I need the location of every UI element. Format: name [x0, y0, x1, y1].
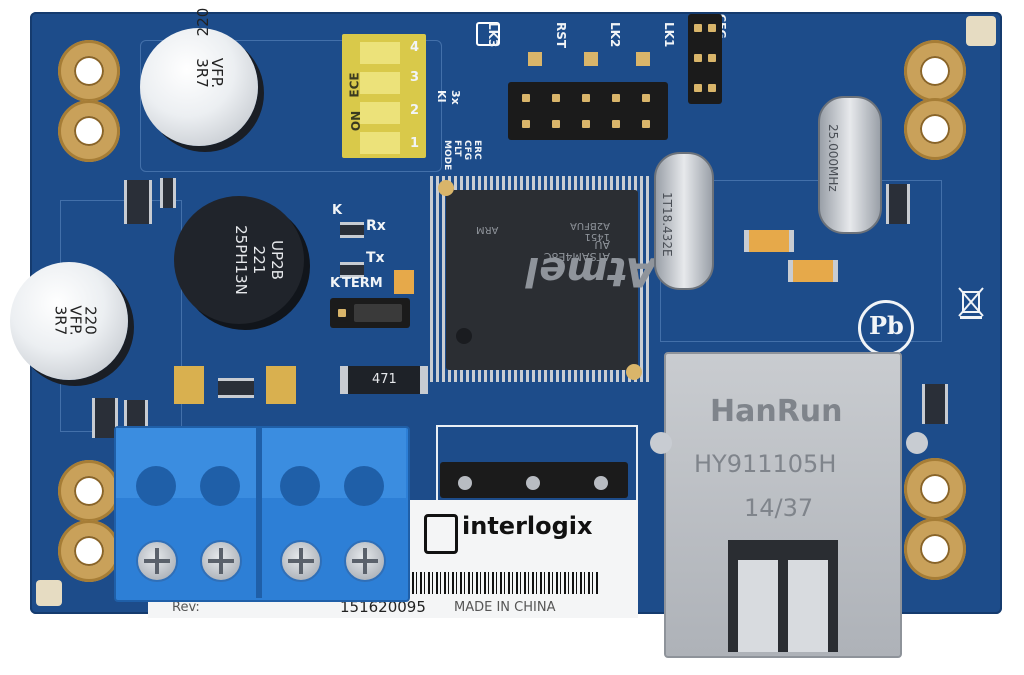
dip-toggle[interactable] — [360, 42, 400, 64]
wire-entry[interactable] — [344, 466, 384, 506]
test-pad — [584, 52, 598, 66]
dip-number: 2 — [410, 103, 420, 118]
term-jumper[interactable] — [330, 298, 410, 328]
ethernet-jack[interactable]: HanRun HY911105H 14/37 — [664, 352, 902, 658]
mounting-pad — [58, 100, 120, 162]
mounting-pad — [58, 520, 120, 582]
tantalum-capacitor — [788, 260, 838, 282]
mounting-pad — [904, 40, 966, 102]
corner-pad — [36, 580, 62, 606]
electrolytic-capacitor: 220 VFP. 3R7 — [140, 8, 258, 146]
dip-toggle[interactable] — [360, 132, 400, 154]
wire-entry[interactable] — [136, 466, 176, 506]
smd-component — [218, 378, 254, 398]
test-pad — [476, 22, 500, 46]
terminal-block[interactable] — [114, 426, 410, 602]
serial-number: 151620095 — [340, 598, 426, 616]
rj45-port[interactable] — [728, 540, 838, 652]
solder-pad — [266, 366, 296, 404]
pin-header[interactable] — [508, 82, 668, 140]
corner-pad — [966, 16, 996, 46]
weee-icon — [956, 284, 986, 320]
lead-free-logo: Pb — [858, 300, 914, 356]
smd-component — [160, 178, 176, 208]
dip-toggle[interactable] — [360, 72, 400, 94]
k-label: K — [330, 276, 341, 291]
smd-component — [886, 184, 910, 224]
wire-entry[interactable] — [280, 466, 320, 506]
terminal-screw[interactable] — [344, 540, 386, 582]
fiducial — [626, 364, 642, 380]
dip-toggle[interactable] — [360, 102, 400, 124]
brand-name: interlogix — [462, 512, 593, 540]
smd-component — [92, 398, 118, 438]
smd-component — [340, 222, 364, 238]
arm-text: ARM — [476, 224, 499, 235]
barcode — [388, 572, 598, 594]
mounting-pad — [904, 458, 966, 520]
solder-pad — [174, 366, 204, 404]
kl-label: KI — [435, 90, 448, 103]
jack-date: 14/37 — [744, 494, 814, 522]
mounting-pad — [904, 518, 966, 580]
jack-pin — [906, 432, 928, 454]
electrolytic-capacitor: 220 VFP. 3R7 — [10, 262, 128, 380]
smd-component — [340, 262, 364, 278]
rx-label: Rx — [366, 218, 386, 234]
smd-component — [124, 180, 152, 224]
power-inductor: UP2B 221 25PH13N — [174, 196, 304, 324]
smd-component — [394, 270, 414, 294]
jumper-label: LK2 — [608, 22, 622, 48]
tx-label: Tx — [366, 250, 385, 266]
fiducial — [438, 180, 454, 196]
test-pad — [528, 52, 542, 66]
dip-number: 1 — [410, 136, 420, 151]
dip-switch[interactable]: ON ECE — [342, 34, 426, 158]
pcb-trace — [140, 40, 442, 172]
three-pin-header[interactable] — [440, 462, 628, 498]
mode-label: FLT — [452, 140, 462, 157]
jack-pin — [650, 432, 672, 454]
mounting-pad — [58, 40, 120, 102]
pin1-marker — [456, 328, 472, 344]
dip-label-on: ON — [349, 110, 364, 132]
smd-component — [922, 384, 948, 424]
microcontroller-chip: Atmel ATSAM4E8C AU 1451 A2BFUA ARM — [446, 190, 656, 370]
capacitor-label: VFP. — [208, 57, 226, 89]
jumper-label: RST — [554, 22, 568, 49]
crystal-oscillator: 1T18.432E — [654, 152, 714, 290]
terminal-screw[interactable] — [136, 540, 178, 582]
x3-label: 3x — [449, 90, 462, 105]
wire-entry[interactable] — [200, 466, 240, 506]
term-label: TERM — [342, 276, 383, 291]
rev-text: Rev: — [172, 600, 200, 615]
jack-model: HY911105H — [694, 450, 837, 478]
jack-housing: HanRun HY911105H 14/37 — [666, 354, 896, 654]
dip-label-ece: ECE — [347, 72, 362, 98]
terminal-screw[interactable] — [200, 540, 242, 582]
brand-logo — [424, 514, 458, 554]
crystal-oscillator: 25.000MHz — [818, 96, 882, 234]
jumper-label: LK3 — [486, 22, 500, 48]
resistor: 471 — [340, 366, 428, 394]
dip-number: 3 — [410, 70, 420, 85]
dip-number: 4 — [410, 40, 420, 55]
mode-label: CFG — [462, 140, 472, 161]
tantalum-capacitor — [744, 230, 794, 252]
jack-brand: HanRun — [710, 394, 843, 429]
made-in-text: MADE IN CHINA — [454, 600, 556, 615]
mcu-part: ATSAM4E8C — [543, 250, 610, 263]
mode-label: ERC — [472, 140, 482, 160]
k-label: K — [332, 203, 343, 218]
mounting-pad — [904, 98, 966, 160]
mounting-pad — [58, 460, 120, 522]
test-pad — [636, 52, 650, 66]
terminal-screw[interactable] — [280, 540, 322, 582]
mode-label: MODE — [442, 140, 452, 171]
jumper-label: LK1 — [662, 22, 676, 48]
cfg-jumper[interactable] — [688, 14, 722, 104]
